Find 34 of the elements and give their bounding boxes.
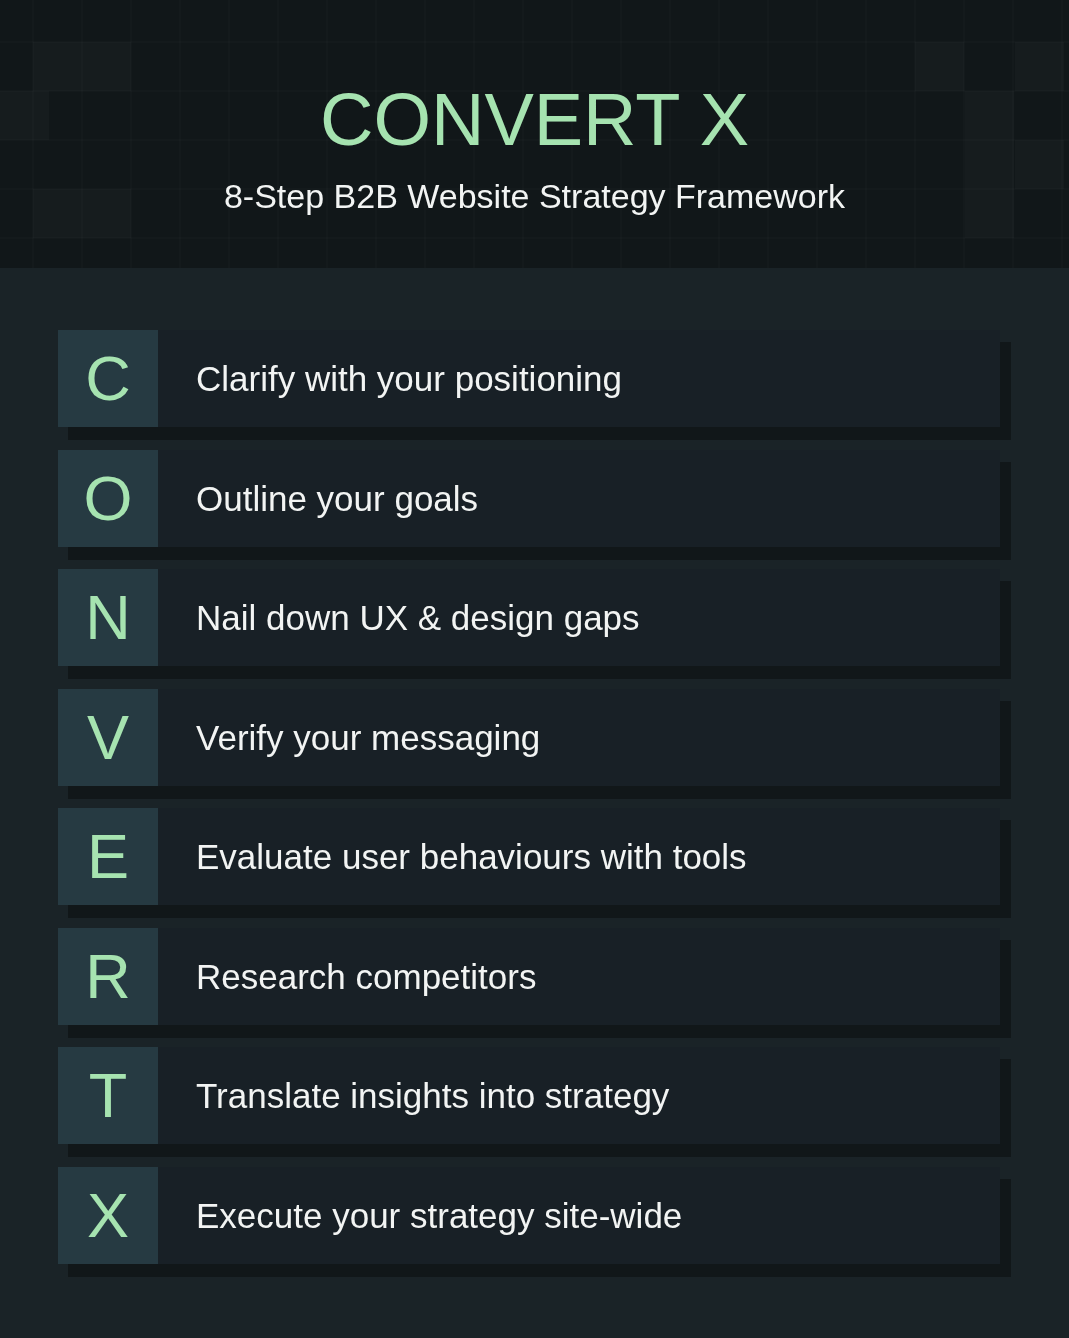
step-card (58, 569, 1011, 679)
step-letter: R (85, 944, 131, 1008)
letter-tile (58, 688, 158, 786)
step-card (58, 330, 1011, 440)
letter-tile (58, 808, 158, 905)
step-text: Evaluate user behaviours with tools (196, 839, 747, 874)
letter-tile (58, 1166, 158, 1264)
step-text: Verify your messaging (196, 719, 541, 755)
step-text: Execute your strategy site-wide (196, 1197, 683, 1233)
step-letter: T (88, 1064, 128, 1127)
step-letter: C (85, 347, 131, 410)
letter-tile (58, 1047, 158, 1144)
step-letter: V (87, 705, 129, 769)
letter-tile (58, 449, 158, 547)
step-text: Translate insights into strategy (196, 1078, 670, 1113)
step-letter: N (85, 586, 131, 649)
letter-tile (58, 569, 158, 666)
title: CONVERT X (318, 83, 750, 157)
step-card (58, 927, 1011, 1038)
step-text: Research competitors (196, 958, 537, 994)
letter-tile (58, 330, 158, 427)
step-card (58, 1047, 1011, 1157)
subtitle: 8-Step B2B Website Strategy Framework (222, 179, 847, 213)
step-letter: X (87, 1183, 129, 1247)
step-text: Nail down UX & design gaps (196, 600, 640, 635)
step-letter: O (83, 466, 133, 530)
step-letter: E (87, 825, 129, 888)
step-card (58, 449, 1011, 560)
step-text: Outline your goals (196, 480, 479, 516)
step-card (58, 808, 1011, 918)
letter-tile (58, 927, 158, 1025)
step-text: Clarify with your positioning (196, 361, 622, 396)
step-card (58, 1166, 1011, 1277)
step-card (58, 688, 1011, 799)
